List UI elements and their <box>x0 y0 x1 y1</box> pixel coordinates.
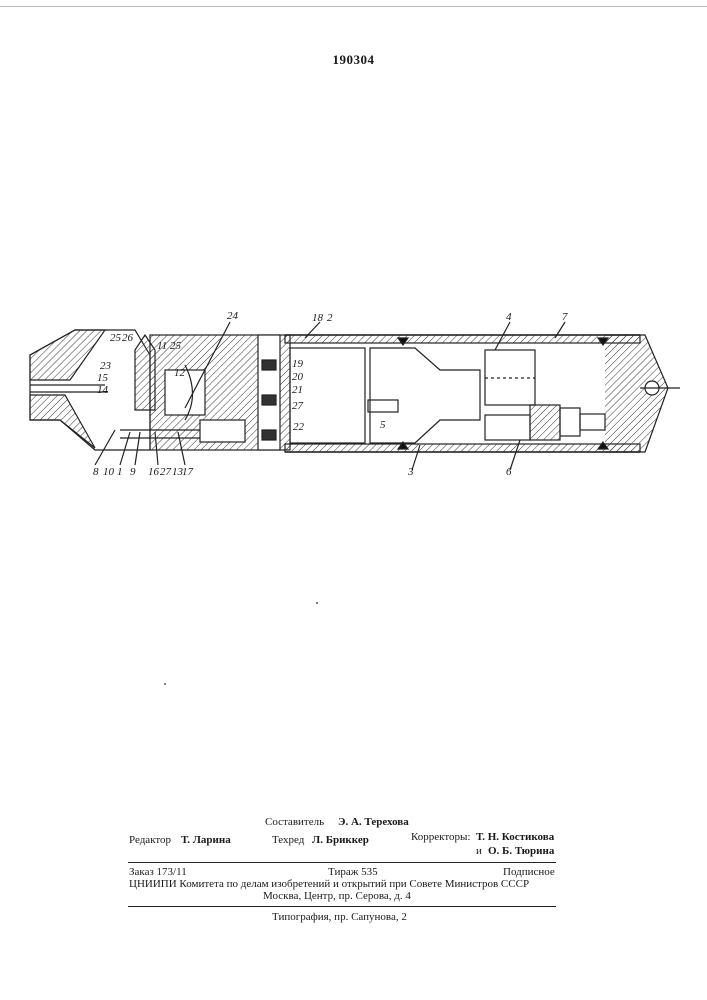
fig-label-1: 1 <box>117 466 123 479</box>
fig-label-16: 16 <box>148 466 159 479</box>
fig-label-3: 3 <box>408 466 414 479</box>
corrector-2: О. Б. Тюрина <box>488 845 554 858</box>
fig-label-19: 19 <box>292 358 303 371</box>
fig-label-14: 14 <box>97 384 108 397</box>
fig-label-7: 7 <box>562 311 568 324</box>
editor-name: Т. Ларина <box>181 834 231 847</box>
fig-label-6: 6 <box>506 466 512 479</box>
footer-rule-top <box>128 862 556 863</box>
compiler-label: Составитель <box>265 816 324 829</box>
fig-label-26: 26 <box>122 332 133 345</box>
right-cone <box>605 335 668 452</box>
fig-label-2: 2 <box>327 312 333 325</box>
fig-label-20: 20 <box>292 371 303 384</box>
fig-label-22: 22 <box>293 421 304 434</box>
fig-label-25b: 25 <box>170 340 181 353</box>
fig-label-4: 4 <box>506 311 512 324</box>
corrector-2-prefix: и <box>476 845 482 858</box>
printer: Типография, пр. Сапунова, 2 <box>272 911 407 924</box>
top-rule <box>0 6 707 7</box>
corrector-1: Т. Н. Костикова <box>476 831 554 844</box>
fig-label-25a: 25 <box>110 332 121 345</box>
fig-label-12: 12 <box>174 367 185 380</box>
footer-rule-bottom <box>128 906 556 907</box>
scan-speck <box>316 602 318 604</box>
fig-label-18: 18 <box>312 312 323 325</box>
correctors-label: Корректоры: <box>411 831 470 844</box>
techred-name: Л. Бриккер <box>312 834 369 847</box>
fig-label-24: 24 <box>227 310 238 323</box>
editor-label: Редактор <box>129 834 171 847</box>
compiler-name: Э. А. Терехова <box>338 816 409 829</box>
fig-label-21: 21 <box>292 384 303 397</box>
patent-number: 190304 <box>0 52 707 68</box>
fig-label-9: 9 <box>130 466 136 479</box>
fig-label-17: 17 <box>182 466 193 479</box>
fig-label-10: 10 <box>103 466 114 479</box>
fig-label-5: 5 <box>380 419 386 432</box>
address: Москва, Центр, пр. Серова, д. 4 <box>263 890 411 903</box>
techred-label: Техред <box>272 834 304 847</box>
scan-speck <box>164 683 166 685</box>
fig-label-11: 11 <box>157 340 167 353</box>
left-head-hatch <box>30 330 105 380</box>
fig-label-27a: 27 <box>160 466 171 479</box>
fig-label-27b: 27 <box>292 400 303 413</box>
fig-label-8: 8 <box>93 466 99 479</box>
